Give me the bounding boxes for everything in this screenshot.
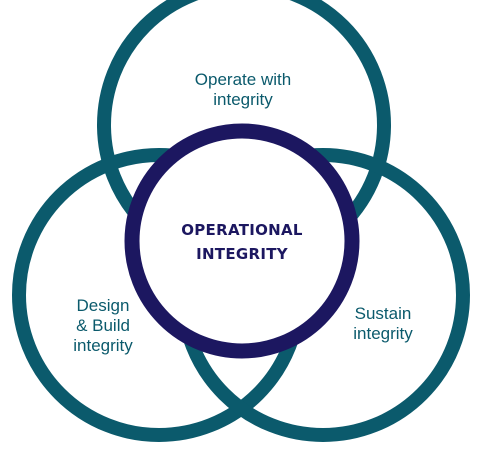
center-title: OPERATIONAL INTEGRITY [158, 218, 326, 266]
top-circle-label-line1: Operate with [194, 70, 292, 89]
left-circle-label-line1: Design [76, 296, 130, 315]
right-circle-label: Sustain integrity [318, 304, 448, 344]
left-circle-label: Design & Build integrity [38, 296, 168, 356]
center-title-line1: OPERATIONAL [181, 221, 303, 239]
center-title-line2: INTEGRITY [196, 245, 288, 263]
top-circle-label-line2: integrity [213, 90, 273, 109]
center-circle [124, 123, 360, 359]
right-circle-label-line1: Sustain [354, 304, 412, 323]
left-circle-label-line3: integrity [73, 336, 133, 355]
left-circle-label-line2: & Build [76, 316, 130, 335]
top-circle-label: Operate with integrity [163, 70, 323, 110]
right-circle-label-line2: integrity [353, 324, 413, 343]
